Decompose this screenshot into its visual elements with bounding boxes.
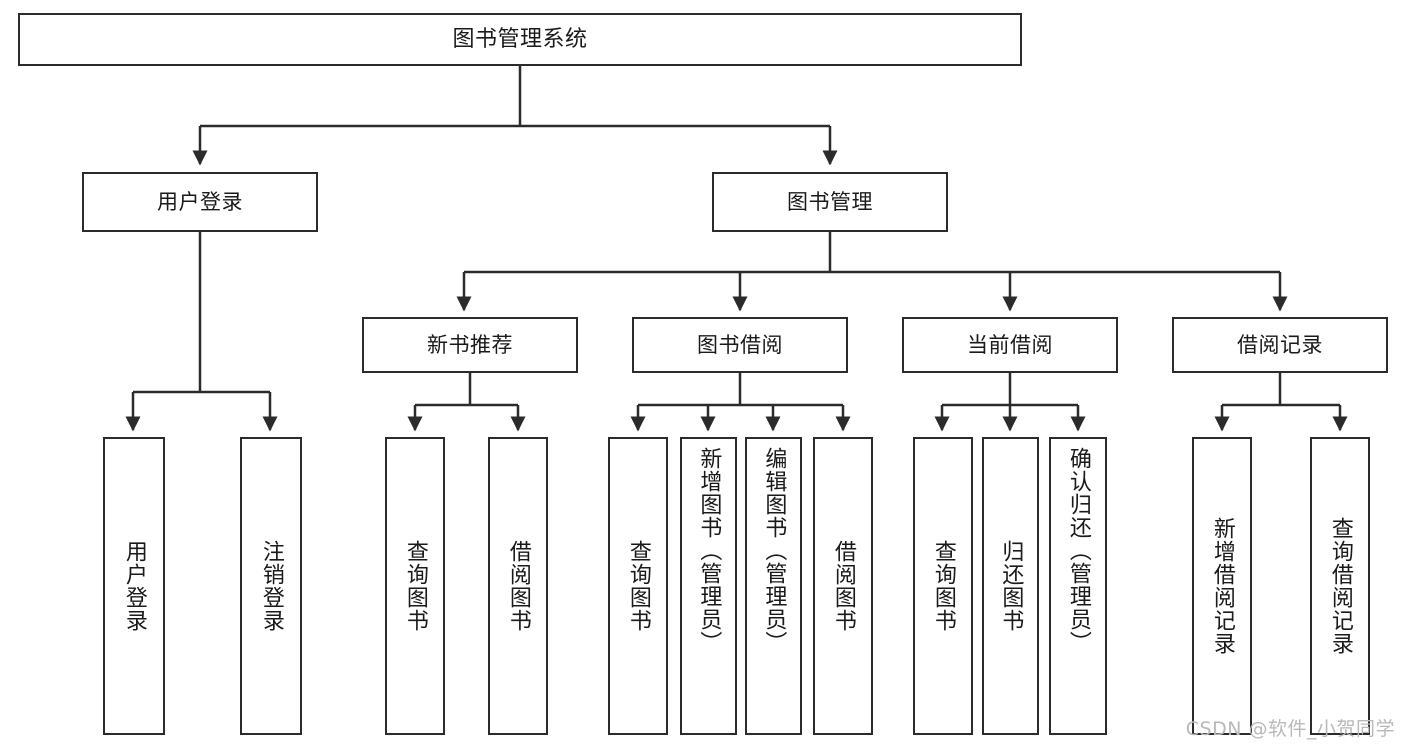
node-label: 确认归还（管理员） bbox=[1065, 447, 1091, 654]
leaf-borrow-book[interactable]: 借阅图书 bbox=[813, 437, 873, 735]
node-book-borrow[interactable]: 图书借阅 bbox=[632, 317, 848, 373]
csdn-watermark: CSDN @软件_小贺同学 bbox=[1185, 718, 1395, 740]
leaf-user-login[interactable]: 用户登录 bbox=[103, 437, 165, 735]
node-label: 新增图书（管理员） bbox=[696, 447, 722, 654]
node-label: 借阅图书 bbox=[505, 540, 531, 632]
node-label: 图书管理系统 bbox=[452, 26, 588, 52]
leaf-add-book-admin[interactable]: 新增图书（管理员） bbox=[680, 437, 737, 735]
node-label: 归还图书 bbox=[998, 540, 1024, 632]
node-label: 查询图书 bbox=[625, 540, 651, 632]
leaf-add-borrow-record[interactable]: 新增借阅记录 bbox=[1192, 437, 1252, 735]
leaf-query-book-borrow[interactable]: 查询图书 bbox=[608, 437, 668, 735]
node-root-book-management-system[interactable]: 图书管理系统 bbox=[18, 13, 1022, 66]
leaf-edit-book-admin[interactable]: 编辑图书（管理员） bbox=[745, 437, 802, 735]
node-book-management[interactable]: 图书管理 bbox=[712, 172, 948, 232]
node-user-login[interactable]: 用户登录 bbox=[82, 172, 318, 232]
node-current-borrow[interactable]: 当前借阅 bbox=[902, 317, 1118, 373]
leaf-query-book-recommend[interactable]: 查询图书 bbox=[385, 437, 445, 735]
leaf-logout[interactable]: 注销登录 bbox=[240, 437, 302, 735]
node-new-book-recommendation[interactable]: 新书推荐 bbox=[362, 317, 578, 373]
node-label: 图书借阅 bbox=[697, 332, 783, 357]
node-label: 注销登录 bbox=[258, 540, 284, 632]
node-label: 借阅图书 bbox=[830, 540, 856, 632]
node-label: 用户登录 bbox=[157, 189, 243, 214]
leaf-query-borrow-record[interactable]: 查询借阅记录 bbox=[1310, 437, 1370, 735]
node-label: 查询图书 bbox=[930, 540, 956, 632]
node-label: 借阅记录 bbox=[1237, 332, 1323, 357]
leaf-return-book[interactable]: 归还图书 bbox=[982, 437, 1039, 735]
node-label: 当前借阅 bbox=[967, 332, 1053, 357]
node-label: 查询借阅记录 bbox=[1327, 517, 1353, 655]
node-label: 新书推荐 bbox=[427, 332, 513, 357]
node-label: 新增借阅记录 bbox=[1209, 517, 1235, 655]
leaf-confirm-return-admin[interactable]: 确认归还（管理员） bbox=[1049, 437, 1107, 735]
leaf-borrow-book-recommend[interactable]: 借阅图书 bbox=[488, 437, 548, 735]
leaf-query-book-current[interactable]: 查询图书 bbox=[913, 437, 973, 735]
node-label: 图书管理 bbox=[787, 189, 873, 214]
node-borrow-record[interactable]: 借阅记录 bbox=[1172, 317, 1388, 373]
node-label: 用户登录 bbox=[121, 540, 147, 632]
node-label: 编辑图书（管理员） bbox=[761, 447, 787, 654]
node-label: 查询图书 bbox=[402, 540, 428, 632]
